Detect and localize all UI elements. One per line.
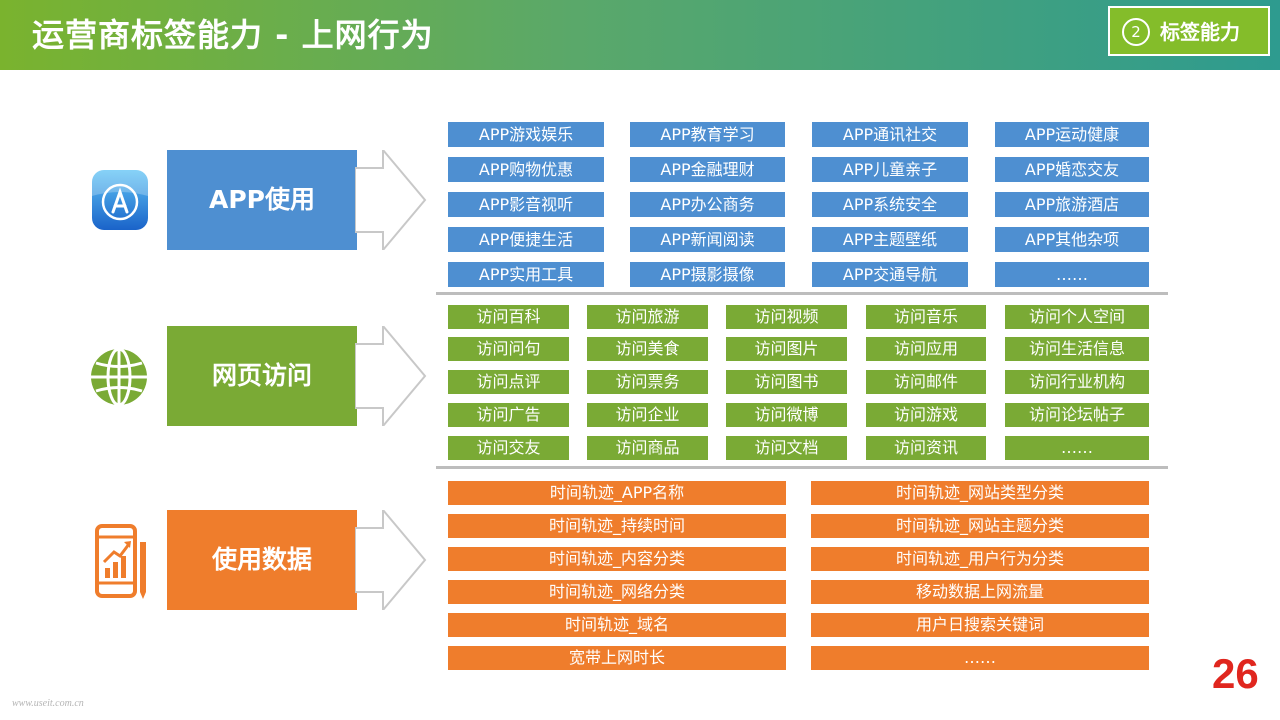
tag-item: 移动数据上网流量: [811, 580, 1149, 604]
tag-item: 访问广告: [448, 403, 569, 427]
tag-item: ……: [811, 646, 1149, 670]
tag-item: APP婚恋交友: [995, 157, 1149, 182]
mobile-chart-icon: [94, 524, 150, 600]
tag-item: APP游戏娱乐: [448, 122, 604, 147]
tag-item: 宽带上网时长: [448, 646, 786, 670]
tag-item: 访问问句: [448, 337, 569, 361]
tag-item: ……: [995, 262, 1149, 287]
tag-item: APP教育学习: [630, 122, 785, 147]
page-title: 运营商标签能力 - 上网行为: [32, 16, 434, 54]
tag-item: APP便捷生活: [448, 227, 604, 252]
tag-item: 访问游戏: [866, 403, 986, 427]
arrow-icon: [354, 147, 427, 253]
tag-item: 时间轨迹_内容分类: [448, 547, 786, 571]
tag-item: APP影音视听: [448, 192, 604, 217]
tag-item: 时间轨迹_APP名称: [448, 481, 786, 505]
tag-item: 时间轨迹_用户行为分类: [811, 547, 1149, 571]
category-usage-data: 使用数据: [167, 510, 357, 610]
tag-item: 访问行业机构: [1005, 370, 1149, 394]
arrow-icon: [354, 323, 427, 429]
app-store-icon: [90, 168, 150, 232]
tag-item: 访问个人空间: [1005, 305, 1149, 329]
badge-number: 2: [1122, 18, 1150, 46]
tag-item: APP购物优惠: [448, 157, 604, 182]
tag-item: 用户日搜索关键词: [811, 613, 1149, 637]
tag-item: APP儿童亲子: [812, 157, 968, 182]
tag-item: 访问生活信息: [1005, 337, 1149, 361]
category-app-usage: APP使用: [167, 150, 357, 250]
tag-item: 访问旅游: [587, 305, 708, 329]
tag-item: 访问交友: [448, 436, 569, 460]
tag-item: APP主题壁纸: [812, 227, 968, 252]
globe-icon: [88, 346, 150, 408]
section-divider: [436, 292, 1168, 295]
tag-item: APP通讯社交: [812, 122, 968, 147]
tag-item: 访问图片: [726, 337, 847, 361]
tag-item: 访问图书: [726, 370, 847, 394]
tag-item: APP其他杂项: [995, 227, 1149, 252]
tag-item: 访问票务: [587, 370, 708, 394]
tag-item: 访问商品: [587, 436, 708, 460]
tag-item: APP旅游酒店: [995, 192, 1149, 217]
tag-item: APP金融理财: [630, 157, 785, 182]
footer-watermark: www.useit.com.cn: [12, 698, 84, 709]
tag-item: 时间轨迹_持续时间: [448, 514, 786, 538]
tag-item: 访问应用: [866, 337, 986, 361]
tag-item: APP摄影摄像: [630, 262, 785, 287]
tag-item: 时间轨迹_网站类型分类: [811, 481, 1149, 505]
tag-item: APP系统安全: [812, 192, 968, 217]
tag-item: 时间轨迹_域名: [448, 613, 786, 637]
tag-item: 访问邮件: [866, 370, 986, 394]
tag-item: 访问视频: [726, 305, 847, 329]
tag-item: 访问点评: [448, 370, 569, 394]
badge-label: 标签能力: [1160, 20, 1240, 44]
category-web-access: 网页访问: [167, 326, 357, 426]
tag-item: APP新闻阅读: [630, 227, 785, 252]
tag-item: 访问企业: [587, 403, 708, 427]
tag-item: 时间轨迹_网站主题分类: [811, 514, 1149, 538]
tag-item: APP运动健康: [995, 122, 1149, 147]
tag-item: 访问微博: [726, 403, 847, 427]
tag-item: 访问音乐: [866, 305, 986, 329]
page-number: 26: [1212, 650, 1259, 697]
section-divider: [436, 466, 1168, 469]
tag-item: APP实用工具: [448, 262, 604, 287]
tag-item: 访问文档: [726, 436, 847, 460]
tag-item: APP交通导航: [812, 262, 968, 287]
tag-item: APP办公商务: [630, 192, 785, 217]
tag-item: 访问美食: [587, 337, 708, 361]
tag-item: 时间轨迹_网络分类: [448, 580, 786, 604]
tag-item: 访问资讯: [866, 436, 986, 460]
section-badge: 2 标签能力: [1108, 6, 1270, 56]
tag-item: 访问百科: [448, 305, 569, 329]
title-bar: 运营商标签能力 - 上网行为 2 标签能力: [0, 0, 1280, 70]
arrow-icon: [354, 507, 427, 613]
tag-item: 访问论坛帖子: [1005, 403, 1149, 427]
tag-item: ……: [1005, 436, 1149, 460]
